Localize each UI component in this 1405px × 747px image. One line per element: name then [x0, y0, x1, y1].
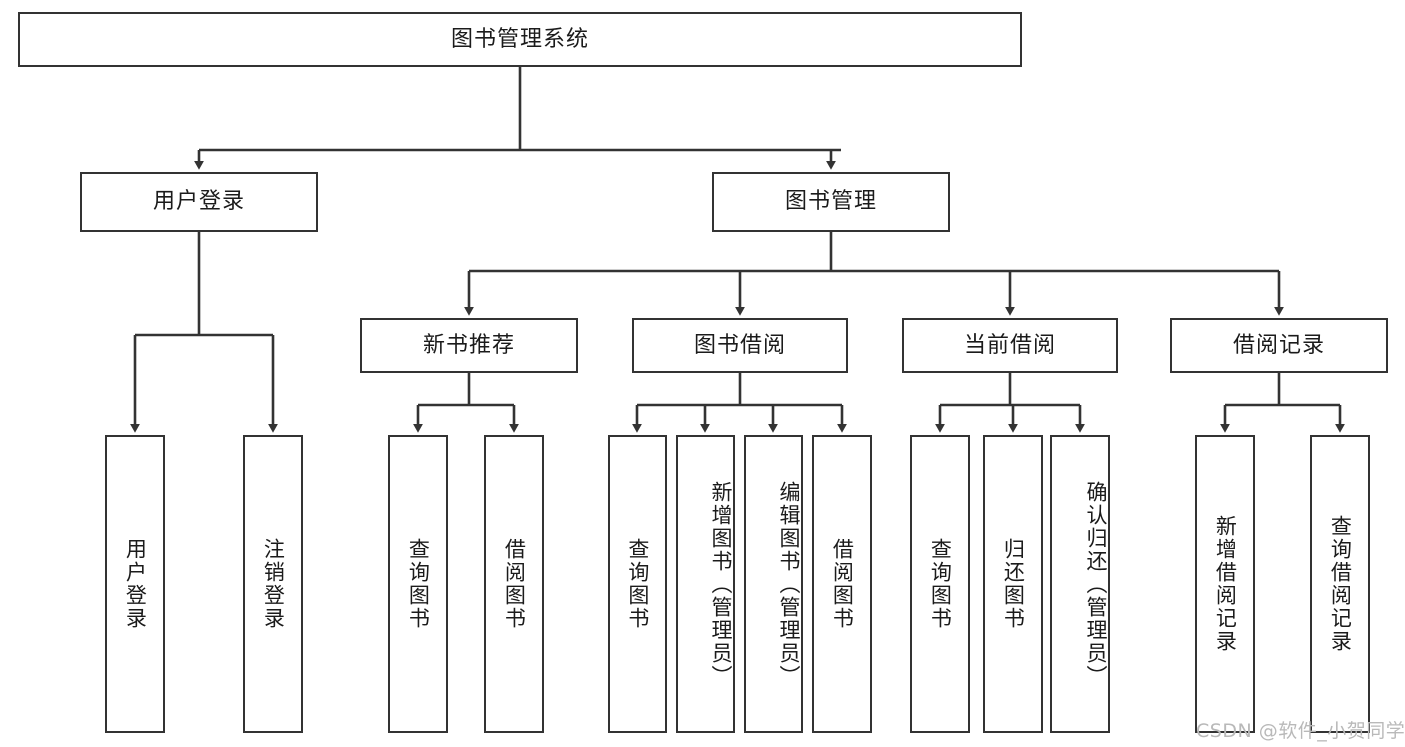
node-leaf-edit-book-admin[interactable]: 编辑图书（管理员） [744, 435, 803, 733]
node-leaf-add-book-admin[interactable]: 新增图书（管理员） [676, 435, 735, 733]
node-current-borrow[interactable]: 当前借阅 [902, 318, 1118, 373]
node-leaf-add-borrow-record[interactable]: 新增借阅记录 [1195, 435, 1255, 733]
node-leaf-query-book-borrow[interactable]: 查询图书 [608, 435, 667, 733]
node-book-management[interactable]: 图书管理 [712, 172, 950, 232]
node-new-book-recommend[interactable]: 新书推荐 [360, 318, 578, 373]
node-leaf-user-login[interactable]: 用户登录 [105, 435, 165, 733]
node-leaf-return-book[interactable]: 归还图书 [983, 435, 1043, 733]
node-leaf-query-book-recommend[interactable]: 查询图书 [388, 435, 448, 733]
node-leaf-borrow-book-borrow[interactable]: 借阅图书 [812, 435, 872, 733]
node-borrow-record[interactable]: 借阅记录 [1170, 318, 1388, 373]
node-leaf-borrow-book-recommend[interactable]: 借阅图书 [484, 435, 544, 733]
node-leaf-logout-login[interactable]: 注销登录 [243, 435, 303, 733]
node-book-borrow[interactable]: 图书借阅 [632, 318, 848, 373]
node-leaf-query-borrow-record[interactable]: 查询借阅记录 [1310, 435, 1370, 733]
node-user-login[interactable]: 用户登录 [80, 172, 318, 232]
node-leaf-confirm-return-admin[interactable]: 确认归还（管理员） [1050, 435, 1110, 733]
node-book-management-system[interactable]: 图书管理系统 [18, 12, 1022, 67]
node-leaf-query-book-current[interactable]: 查询图书 [910, 435, 970, 733]
